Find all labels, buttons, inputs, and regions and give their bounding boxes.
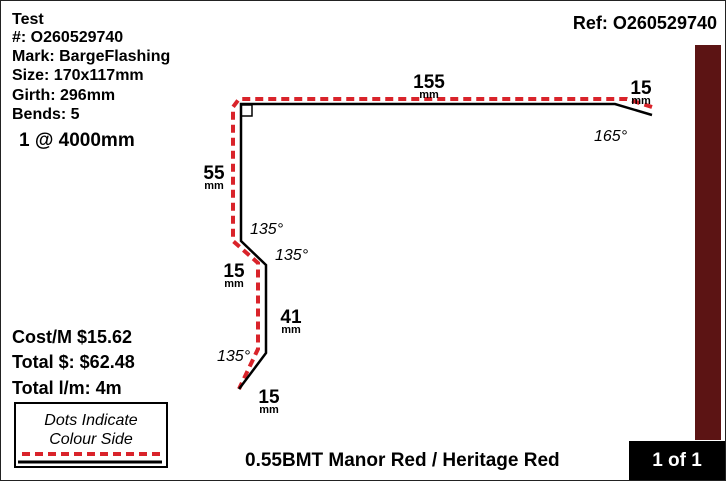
colour-side-legend: Dots Indicate Colour Side xyxy=(14,402,168,468)
dim-right-lip-value: 15 xyxy=(630,78,652,99)
dim-right-lip-unit: mm xyxy=(631,95,651,107)
profile-line xyxy=(238,102,653,390)
cost-per-metre: Cost/M $15.62 xyxy=(12,327,133,347)
angle-label-3: 135° xyxy=(275,247,309,264)
dim-lower-vertical-value: 41 xyxy=(280,307,302,328)
dim-step-unit: mm xyxy=(224,278,244,290)
angle-label-2: 135° xyxy=(250,221,284,238)
legend-line-sample xyxy=(18,452,162,464)
dim-top-value: 155 xyxy=(413,72,445,93)
material-label: 0.55BMT Manor Red / Heritage Red xyxy=(245,450,560,471)
dim-top-unit: mm xyxy=(419,89,439,101)
dim-step-value: 15 xyxy=(223,261,245,282)
page-indicator: 1 of 1 xyxy=(629,441,725,480)
colour-side-dotted-line xyxy=(231,97,653,390)
angle-label-4: 135° xyxy=(217,348,251,365)
dim-vertical-unit: mm xyxy=(204,180,224,192)
dim-vertical-value: 55 xyxy=(203,163,225,184)
dim-bottom-lip-value: 15 xyxy=(258,387,280,408)
bends-label: Bends: 5 xyxy=(12,106,80,123)
total-lineal-metres: Total l/m: 4m xyxy=(12,378,122,398)
angle-label-1: 165° xyxy=(594,128,628,145)
legend-line-2: Colour Side xyxy=(49,431,133,448)
order-number: #: O260529740 xyxy=(12,29,124,46)
size-label: Size: 170x117mm xyxy=(12,67,144,84)
quantity-label: 1 @ 4000mm xyxy=(19,130,135,151)
colour-swatch-bar xyxy=(695,45,721,440)
job-name: Test xyxy=(12,11,44,28)
legend-line-1: Dots Indicate xyxy=(44,412,138,429)
reference-label: Ref: O260529740 xyxy=(572,13,717,33)
dim-lower-vertical-unit: mm xyxy=(281,324,301,336)
mark-label: Mark: BargeFlashing xyxy=(12,48,171,65)
right-angle-marker xyxy=(240,104,253,117)
dim-bottom-lip-unit: mm xyxy=(259,404,279,416)
girth-label: Girth: 296mm xyxy=(12,87,116,104)
total-cost: Total $: $62.48 xyxy=(12,352,135,372)
